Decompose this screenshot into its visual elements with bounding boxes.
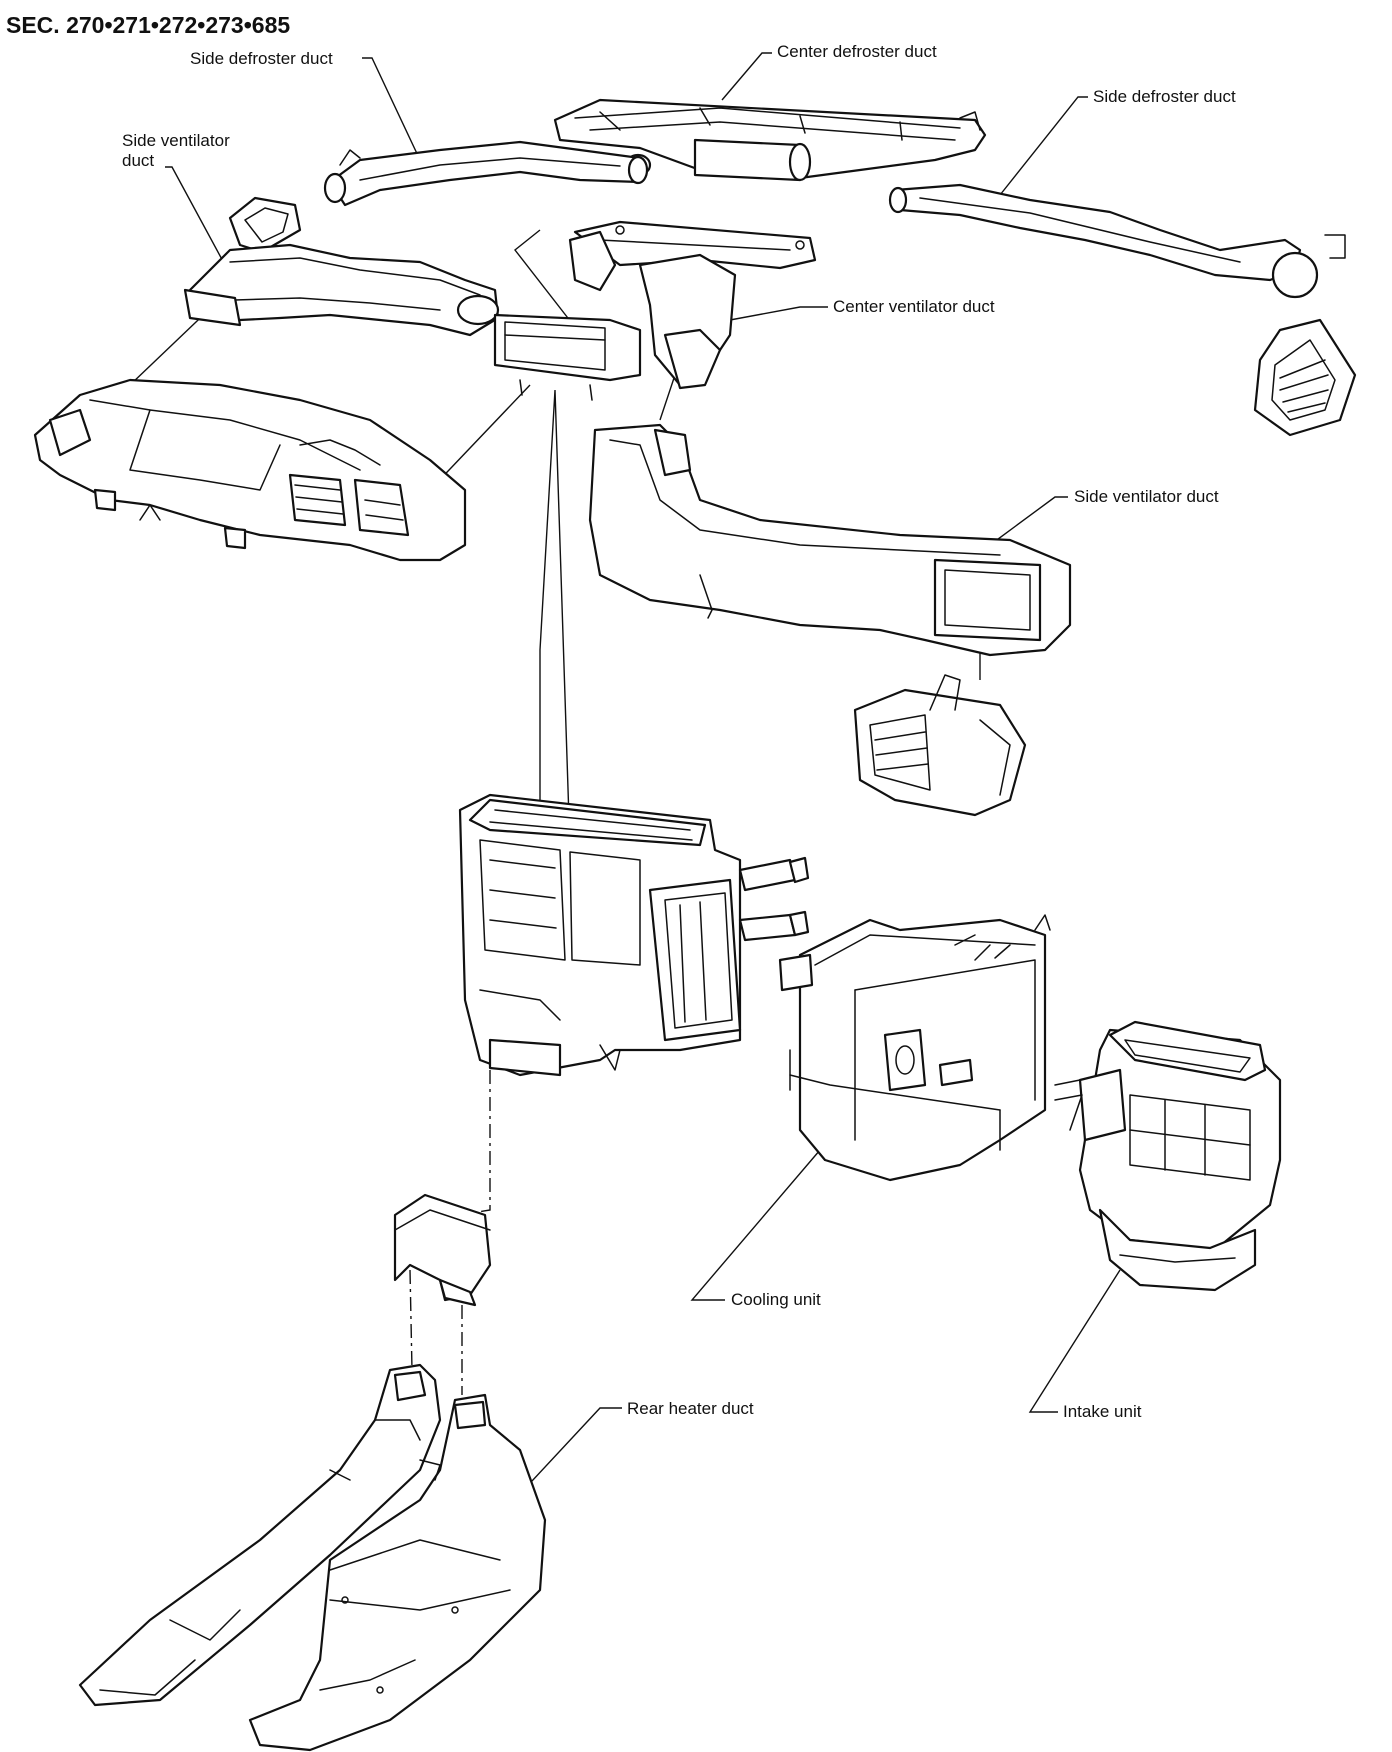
side-ventilator-duct-right [588,423,1072,657]
leader-center-ventilator [729,306,828,321]
label-side-ventilator-duct-right: Side ventilator duct [1074,487,1219,506]
leader-side-defroster-right [999,96,1088,196]
connect-center-upper [514,229,586,341]
leader-rear-heater-duct [504,1407,622,1511]
heater-unit [458,793,810,1077]
rear-heater-duct-left [78,1363,442,1707]
connect-center-to-panel [429,384,531,491]
right-corner-vent [1253,318,1357,437]
leader-side-ventilator-left [165,166,226,266]
label-side-ventilator-duct-left: Side ventilator duct [122,131,230,170]
dash-adapter-left [409,1269,413,1371]
label-side-defroster-duct-left: Side defroster duct [190,49,333,68]
label-rear-heater-duct: Rear heater duct [627,1399,754,1418]
side-defroster-duct-right [888,183,1346,299]
section-title: SEC. 270•271•272•273•685 [6,12,291,38]
leader-side-defroster-left [362,57,421,161]
leader-center-defroster [721,52,772,101]
instrument-panel [33,378,467,562]
dash-heater-to-adapter [459,1070,491,1216]
leader-cooling-unit [690,1149,821,1301]
label-center-defroster-duct: Center defroster duct [777,42,937,61]
leader-intake-unit [1028,1269,1121,1413]
rear-heater-duct-right [248,1393,547,1752]
cooling-unit [778,914,1051,1182]
rear-heater-adapter [393,1193,492,1307]
side-ventilator-duct-left [183,196,500,337]
center-defroster-duct [553,98,987,182]
label-cooling-unit: Cooling unit [731,1290,821,1309]
label-intake-unit: Intake unit [1063,1402,1142,1421]
leader-lines [165,52,1121,1511]
label-side-defroster-duct-right: Side defroster duct [1093,87,1236,106]
intake-unit [1054,1020,1282,1292]
center-ventilator-duct [493,220,817,401]
label-center-ventilator-duct: Center ventilator duct [833,297,995,316]
side-defroster-duct-left [323,140,649,207]
connect-center-to-heater [539,389,571,851]
side-ventilator-outlet [853,674,1027,817]
leader-side-ventilator-right [989,496,1068,546]
